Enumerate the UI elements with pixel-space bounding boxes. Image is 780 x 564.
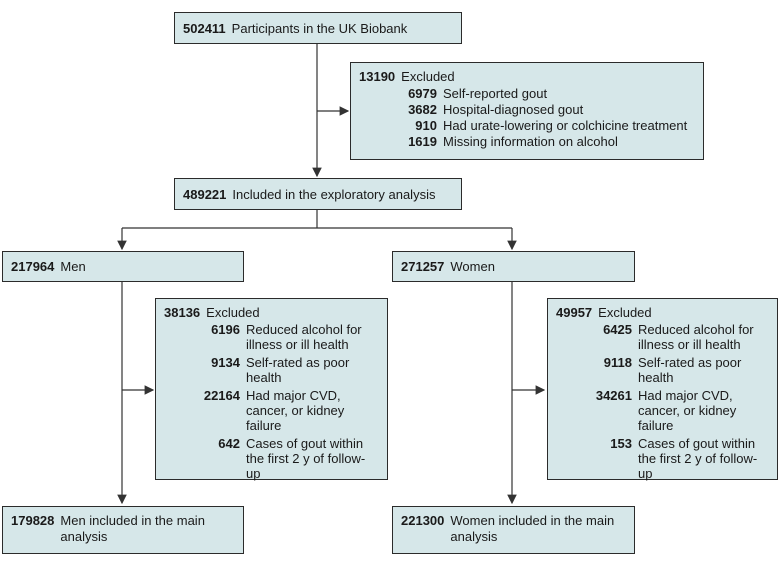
item-label: Cases of gout within the first 2 y of fo… xyxy=(638,436,758,481)
item-label: Reduced alcohol for illness or ill healt… xyxy=(246,322,362,352)
item-label: Hospital-diagnosed gout xyxy=(443,102,584,117)
men-count: 217964 xyxy=(11,259,55,274)
participants-count: 502411 xyxy=(183,20,226,36)
men-excluded-count: 38136 xyxy=(164,305,201,320)
women-final-count: 221300 xyxy=(401,513,445,528)
item-count: 153 xyxy=(610,436,632,451)
excluded-item: 6196 Reduced alcohol for illness or ill … xyxy=(164,322,379,352)
women-box: 271257 Women xyxy=(392,251,635,282)
item-label: Self-reported gout xyxy=(443,86,548,101)
item-count: 1619 xyxy=(408,134,437,149)
men-final-box: 179828 Men included in the main analysis xyxy=(2,506,244,554)
item-count: 9134 xyxy=(211,355,240,370)
women-label: Women xyxy=(450,259,495,274)
excluded-initial-box: 13190 Excluded 6979 Self-reported gout 3… xyxy=(350,62,704,160)
exploratory-box: 489221 Included in the exploratory analy… xyxy=(174,178,462,210)
item-label: Missing information on alcohol xyxy=(443,134,618,149)
item-label: Self-rated as poor health xyxy=(246,355,350,385)
excluded-item: 6425 Reduced alcohol for illness or ill … xyxy=(556,322,769,352)
excluded-item: 642 Cases of gout within the first 2 y o… xyxy=(164,436,379,481)
exploratory-count: 489221 xyxy=(183,186,227,202)
item-count: 34261 xyxy=(595,388,632,403)
men-excluded-label: Excluded xyxy=(206,305,260,320)
excluded-item: 9118 Self-rated as poor health xyxy=(556,355,769,385)
excluded-item: 3682 Hospital-diagnosed gout xyxy=(359,102,695,117)
excluded-item: 1619 Missing information on alcohol xyxy=(359,134,695,149)
excluded-initial-count: 13190 xyxy=(359,69,396,84)
men-final-label: Men included in the main analysis xyxy=(60,513,205,544)
item-label: Had major CVD, cancer, or kidney failure xyxy=(638,388,737,433)
men-final-count: 179828 xyxy=(11,513,55,528)
participants-label: Participants in the UK Biobank xyxy=(231,20,408,36)
item-count: 3682 xyxy=(408,102,437,117)
participants-box: 502411 Participants in the UK Biobank xyxy=(174,12,462,44)
item-count: 6196 xyxy=(211,322,240,337)
women-excluded-box: 49957 Excluded 6425 Reduced alcohol for … xyxy=(547,298,778,481)
men-box: 217964 Men xyxy=(2,251,244,282)
item-count: 642 xyxy=(218,436,240,451)
men-excluded-box: 38136 Excluded 6196 Reduced alcohol for … xyxy=(155,298,388,481)
item-count: 22164 xyxy=(203,388,240,403)
item-label: Had major CVD, cancer, or kidney failure xyxy=(246,388,345,433)
excluded-item: 22164 Had major CVD, cancer, or kidney f… xyxy=(164,388,379,433)
excluded-item: 9134 Self-rated as poor health xyxy=(164,355,379,385)
item-label: Reduced alcohol for illness or ill healt… xyxy=(638,322,754,352)
item-label: Self-rated as poor health xyxy=(638,355,742,385)
excluded-initial-label: Excluded xyxy=(401,69,455,84)
excluded-item: 34261 Had major CVD, cancer, or kidney f… xyxy=(556,388,769,433)
women-excluded-count: 49957 xyxy=(556,305,593,320)
excluded-item: 153 Cases of gout within the first 2 y o… xyxy=(556,436,769,481)
item-count: 910 xyxy=(415,118,437,133)
item-count: 6979 xyxy=(408,86,437,101)
excluded-item: 910 Had urate-lowering or colchicine tre… xyxy=(359,118,695,133)
exploratory-label: Included in the exploratory analysis xyxy=(232,186,436,202)
men-label: Men xyxy=(60,259,86,274)
women-excluded-label: Excluded xyxy=(598,305,652,320)
item-label: Had urate-lowering or colchicine treatme… xyxy=(443,118,688,133)
item-label: Cases of gout within the first 2 y of fo… xyxy=(246,436,366,481)
item-count: 6425 xyxy=(603,322,632,337)
item-count: 9118 xyxy=(603,355,632,370)
excluded-item: 6979 Self-reported gout xyxy=(359,86,695,101)
women-final-label: Women included in the main analysis xyxy=(450,513,615,544)
women-count: 271257 xyxy=(401,259,445,274)
women-final-box: 221300 Women included in the main analys… xyxy=(392,506,635,554)
